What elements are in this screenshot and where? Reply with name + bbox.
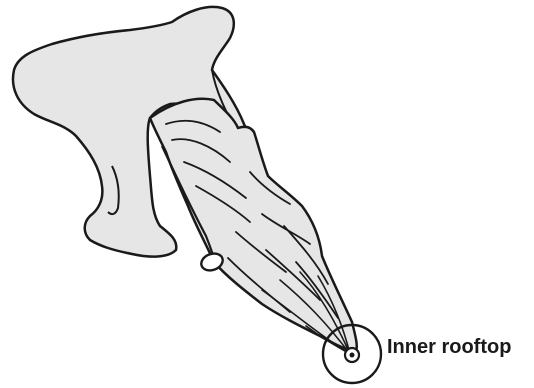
- inner-rooftop-label: Inner rooftop: [387, 336, 511, 359]
- folded-tent-bundle: [150, 99, 357, 352]
- rooftop-hub-inner: [350, 353, 355, 358]
